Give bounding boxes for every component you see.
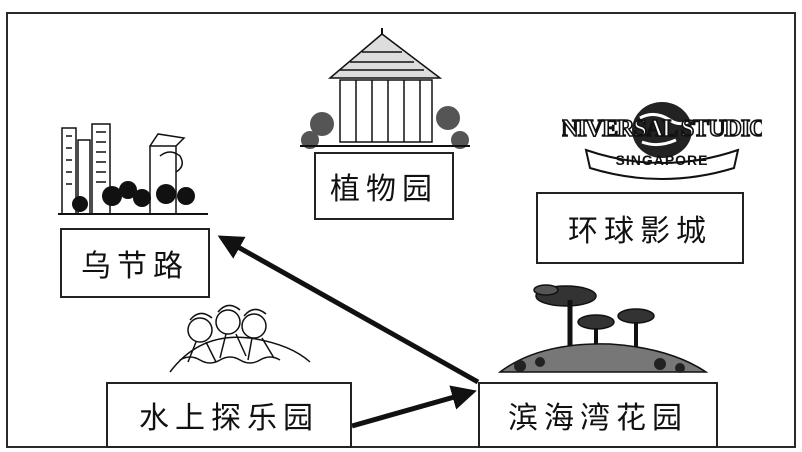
supertree-icon: [497, 284, 709, 373]
label-botanic-gardens: 植物园: [314, 152, 454, 220]
arrow-bay-to-orchard: [217, 235, 480, 385]
gazebo-icon: [300, 28, 470, 149]
diagram-frame: [6, 12, 796, 448]
city-buildings-icon: [58, 123, 208, 215]
water-slide-children-icon: [169, 304, 311, 441]
label-water-park: 水上探乐园: [106, 382, 352, 448]
arrow-water-to-bay: [351, 385, 477, 429]
globe-logo-icon: [632, 102, 692, 158]
label-gardens-by-the-bay: 滨海湾花园: [478, 382, 718, 448]
label-universal-studios: 环球影城: [536, 192, 744, 264]
label-orchard-road: 乌节路: [60, 228, 210, 298]
logo-line2: SINGAPORE: [615, 152, 708, 168]
